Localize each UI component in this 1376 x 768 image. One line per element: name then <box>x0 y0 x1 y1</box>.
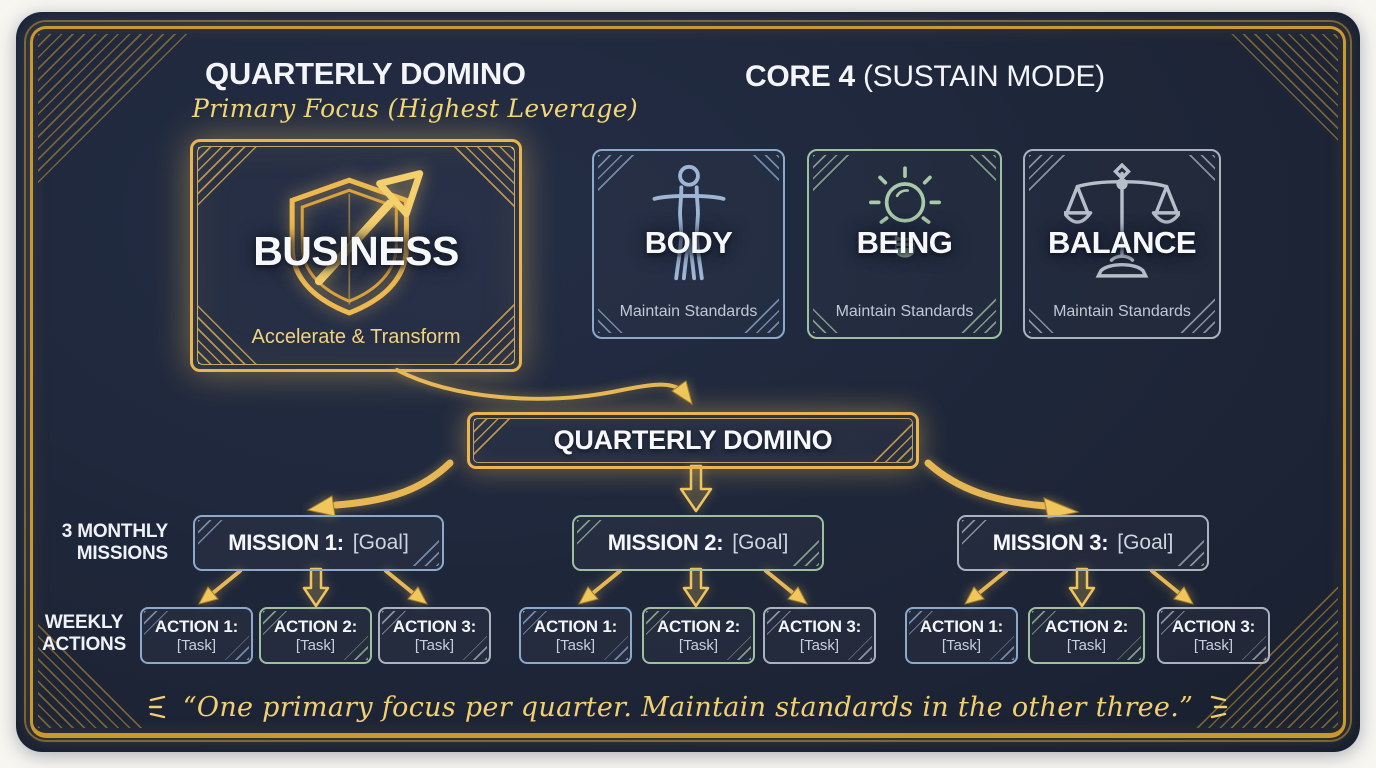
right-section-title: CORE 4 (SUSTAIN MODE) <box>745 60 1105 94</box>
action-task: [Task] <box>176 636 217 654</box>
business-label: BUSINESS <box>253 228 459 274</box>
banner-corner-hatch <box>474 419 516 461</box>
action-task: [Task] <box>1193 636 1234 654</box>
mission-1-box: MISSION 1: [Goal] <box>193 515 444 571</box>
box-corner-hatch <box>409 536 439 566</box>
being-card: BEING Maintain Standards <box>807 149 1002 339</box>
body-card: BODY Maintain Standards <box>592 149 785 339</box>
left-section-subtitle: Primary Focus (Highest Leverage) <box>192 94 638 123</box>
mission1-action-1-box: ACTION 1: [Task] <box>140 607 253 664</box>
action-task: [Task] <box>678 636 719 654</box>
mission-title: MISSION 1: <box>228 530 344 555</box>
box-corner-hatch <box>1242 636 1266 660</box>
box-corner-hatch <box>604 636 628 660</box>
mission1-action-3-box: ACTION 3: [Task] <box>378 607 491 664</box>
quote-text: “One primary focus per quarter. Maintain… <box>182 692 1194 723</box>
action-title: ACTION 3: <box>392 616 477 636</box>
sparkle-icon <box>148 695 165 719</box>
sparkle-icon <box>1211 695 1228 719</box>
weekly-actions-row-label: WEEKLY ACTIONS <box>41 612 127 655</box>
action-title: ACTION 2: <box>656 616 741 636</box>
action-title: ACTION 3: <box>1171 616 1256 636</box>
action-task: [Task] <box>295 636 336 654</box>
box-corner-hatch <box>789 536 819 566</box>
frame-corner-hatch <box>38 34 188 184</box>
business-sublabel: Accelerate & Transform <box>251 326 461 348</box>
balance-sublabel: Maintain Standards <box>1053 303 1191 320</box>
card-corner-hatch <box>1185 155 1215 185</box>
mission3-action-2-box: ACTION 2: [Task] <box>1028 607 1145 664</box>
card-corner-hatch <box>198 147 262 211</box>
balance-card: BALANCE Maintain Standards <box>1023 149 1221 339</box>
action-task: [Task] <box>555 636 596 654</box>
mission-3-box: MISSION 3: [Goal] <box>957 515 1209 571</box>
action-title: ACTION 2: <box>1044 616 1129 636</box>
body-label: BODY <box>644 225 733 260</box>
box-corner-hatch <box>1174 536 1204 566</box>
box-corner-hatch <box>344 636 368 660</box>
mission3-action-1-box: ACTION 1: [Task] <box>905 607 1018 664</box>
card-corner-hatch <box>598 155 638 195</box>
box-corner-hatch <box>962 520 992 550</box>
mission3-action-3-box: ACTION 3: [Task] <box>1157 607 1270 664</box>
action-title: ACTION 1: <box>154 616 239 636</box>
card-corner-hatch <box>1029 155 1069 195</box>
body-sublabel: Maintain Standards <box>619 303 758 320</box>
card-corner-hatch <box>198 300 262 364</box>
mission-goal: [Goal] <box>1117 531 1174 554</box>
mission2-action-3-box: ACTION 3: [Task] <box>763 607 876 664</box>
action-task: [Task] <box>1066 636 1107 654</box>
action-title: ACTION 2: <box>273 616 358 636</box>
mission-title: MISSION 2: <box>607 530 724 555</box>
footer-quote: “One primary focus per quarter. Maintain… <box>0 692 1376 723</box>
mission2-action-1-box: ACTION 1: [Task] <box>519 607 632 664</box>
left-section-title: QUARTERLY DOMINO <box>205 56 526 91</box>
card-corner-hatch <box>813 155 853 195</box>
business-card: BUSINESS Accelerate & Transform <box>190 139 522 372</box>
mission2-action-2-box: ACTION 2: [Task] <box>642 607 755 664</box>
box-corner-hatch <box>225 636 249 660</box>
card-corner-hatch <box>450 300 514 364</box>
mission-title: MISSION 3: <box>992 530 1109 555</box>
banner-corner-hatch <box>870 420 912 462</box>
action-title: ACTION 1: <box>919 616 1004 636</box>
action-task: [Task] <box>941 636 982 654</box>
card-corner-hatch <box>966 155 996 185</box>
box-corner-hatch <box>990 636 1014 660</box>
box-corner-hatch <box>463 636 487 660</box>
mission-goal: [Goal] <box>732 531 789 554</box>
box-corner-hatch <box>198 520 228 550</box>
action-title: ACTION 1: <box>533 616 618 636</box>
shield-growth-arrow-icon <box>289 170 424 316</box>
balance-label: BALANCE <box>1047 225 1197 260</box>
monthly-missions-row-label: 3 MONTHLY MISSIONS <box>61 521 168 564</box>
being-label: BEING <box>856 225 953 260</box>
right-title-light: (SUSTAIN MODE) <box>862 60 1105 93</box>
box-corner-hatch <box>1117 636 1141 660</box>
frame-corner-hatch <box>1228 34 1338 144</box>
card-corner-hatch <box>450 147 514 211</box>
box-corner-hatch <box>727 636 751 660</box>
box-corner-hatch <box>848 636 872 660</box>
banner-label: QUARTERLY DOMINO <box>553 425 833 455</box>
mission-goal: [Goal] <box>352 531 409 554</box>
card-corner-hatch <box>749 155 779 185</box>
right-title-bold: CORE 4 <box>745 60 855 93</box>
action-task: [Task] <box>799 636 840 654</box>
mission1-action-2-box: ACTION 2: [Task] <box>259 607 372 664</box>
mission-2-box: MISSION 2: [Goal] <box>572 515 824 571</box>
action-title: ACTION 3: <box>777 616 862 636</box>
quarterly-domino-banner: QUARTERLY DOMINO <box>467 412 919 469</box>
being-sublabel: Maintain Standards <box>835 303 974 320</box>
action-task: [Task] <box>414 636 455 654</box>
box-corner-hatch <box>577 520 607 550</box>
